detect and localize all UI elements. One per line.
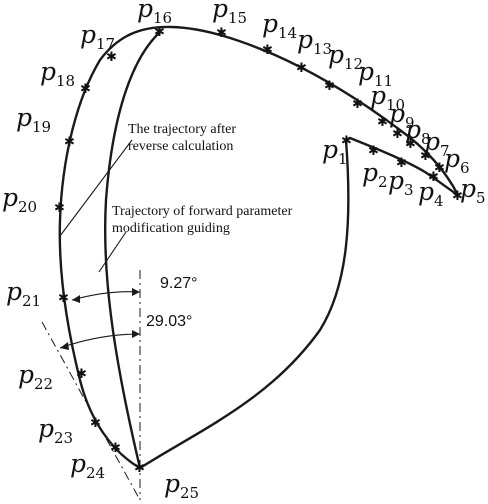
marker-p1: ✱ <box>341 134 352 149</box>
marker-p20: ✱ <box>54 201 65 216</box>
label-p15: p15 <box>212 0 247 27</box>
label-p6: p6 <box>444 144 470 177</box>
label-p13: p13 <box>297 25 332 58</box>
label-p1: p1 <box>322 135 348 168</box>
forward-label-leader <box>98 231 127 273</box>
marker-p22: ✱ <box>76 367 87 382</box>
angle-arrow-inner-right <box>132 288 140 296</box>
angle-arc-inner <box>71 291 141 301</box>
angle-arrow-outer-left <box>60 342 69 350</box>
marker-p10: ✱ <box>377 115 388 130</box>
angle-inner-value: 9.27° <box>160 275 198 292</box>
forward-label-line1: Trajectory of forward parameter <box>112 204 293 219</box>
marker-p4: ✱ <box>428 170 439 185</box>
forward-modification-trajectory <box>103 30 162 470</box>
marker-p18: ✱ <box>80 82 91 97</box>
point-markers: ✱ ✱ ✱ ✱ ✱ ✱ ✱ ✱ ✱ ✱ ✱ ✱ ✱ ✱ ✱ ✱ ✱ ✱ ✱ ✱ … <box>54 25 463 476</box>
marker-p6: ✱ <box>434 161 445 176</box>
label-p7: p7 <box>424 127 450 160</box>
label-p25: p25 <box>164 469 199 502</box>
reverse-label-line1: The trajectory after <box>128 122 236 137</box>
label-p18: p18 <box>40 57 75 90</box>
marker-p25: ✱ <box>134 461 145 476</box>
label-p21: p21 <box>6 277 41 310</box>
marker-p19: ✱ <box>64 135 75 150</box>
forward-label-line2: modification guiding <box>112 221 230 236</box>
label-p9: p9 <box>389 99 415 132</box>
marker-p21: ✱ <box>58 291 69 306</box>
marker-p5: ✱ <box>452 189 463 204</box>
marker-p11: ✱ <box>352 97 363 112</box>
marker-p3: ✱ <box>396 156 407 171</box>
marker-p2: ✱ <box>368 144 379 159</box>
label-p5: p5 <box>460 174 486 207</box>
reverse-label-line2: reverse calculation <box>128 139 233 154</box>
label-p17: p17 <box>80 20 115 53</box>
lower-return-curve <box>138 138 350 470</box>
label-p11: p11 <box>358 57 393 90</box>
label-p14: p14 <box>262 9 297 42</box>
marker-p15: ✱ <box>216 26 227 41</box>
label-p12: p12 <box>328 40 363 73</box>
marker-p23: ✱ <box>90 416 101 431</box>
angle-outer-value: 29.03° <box>146 313 192 330</box>
p1-p5-branch <box>344 136 460 197</box>
reverse-label-leader <box>59 139 133 237</box>
marker-p24: ✱ <box>110 441 121 456</box>
label-p2: p2 <box>362 158 388 191</box>
marker-p14: ✱ <box>262 43 273 58</box>
marker-p16: ✱ <box>154 25 165 40</box>
marker-p13: ✱ <box>296 61 307 76</box>
label-p4: p4 <box>418 177 444 210</box>
label-p16: p16 <box>137 0 172 27</box>
marker-p7: ✱ <box>420 149 431 164</box>
label-p20: p20 <box>2 183 37 216</box>
marker-p8: ✱ <box>405 137 416 152</box>
marker-p17: ✱ <box>106 50 117 65</box>
label-p22: p22 <box>18 360 53 393</box>
label-p24: p24 <box>70 449 105 482</box>
label-p8: p8 <box>405 115 431 148</box>
marker-p9: ✱ <box>392 127 403 142</box>
label-p3: p3 <box>388 166 414 199</box>
label-p19: p19 <box>16 103 51 136</box>
marker-p12: ✱ <box>324 79 335 94</box>
reverse-calculation-trajectory <box>58 25 460 470</box>
angle-arrow-inner-left <box>72 295 80 303</box>
label-p23: p23 <box>38 414 73 447</box>
label-p10: p10 <box>370 81 405 114</box>
angle-arrow-outer-right <box>132 330 140 338</box>
